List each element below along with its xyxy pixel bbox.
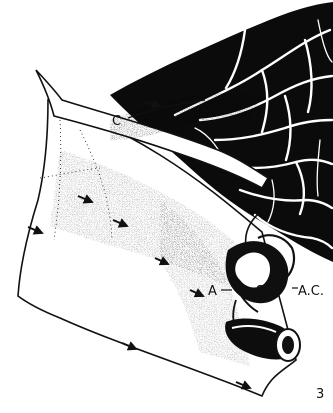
label-s: S [256,284,264,299]
figure-number: 3 [316,387,324,402]
label-c: C [112,114,121,129]
label-a: A [208,284,217,299]
label-ac: A.C. [298,284,324,299]
